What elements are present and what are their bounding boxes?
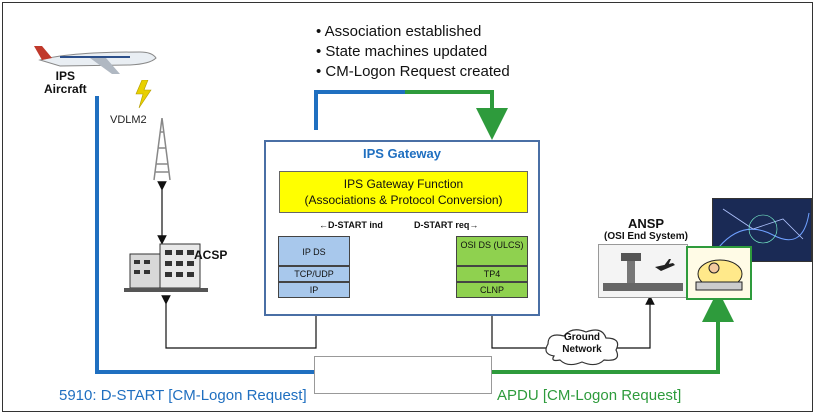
osi-ds-layer: OSI DS (ULCS) xyxy=(456,236,528,266)
radio-tower-icon xyxy=(153,118,171,181)
diagram-frame xyxy=(2,2,813,412)
acsp-label: ACSP xyxy=(194,248,228,262)
clnp-layer: CLNP xyxy=(456,282,528,298)
ansp-facility-box xyxy=(598,244,688,298)
gateway-function-box: IPS Gateway Function (Associations & Pro… xyxy=(279,171,528,213)
ip-ds-layer: IP DS xyxy=(278,236,350,266)
aircraft-label: IPS Aircraft xyxy=(44,69,87,96)
tcp-udp-layer: TCP/UDP xyxy=(278,266,350,282)
controller-workstation-image xyxy=(686,246,752,300)
bullet-list: Association established State machines u… xyxy=(316,22,510,82)
bottom-left-label: 5910: D-START [CM-Logon Request] xyxy=(59,387,307,404)
lightning-icon xyxy=(135,80,152,109)
ips-gateway-title: IPS Gateway xyxy=(362,146,442,161)
bullet-item: State machines updated xyxy=(316,42,510,62)
bottom-right-label: APDU [CM-Logon Request] xyxy=(497,387,682,404)
message-box xyxy=(314,356,492,394)
acsp-building-icon xyxy=(124,243,208,292)
bullet-item: CM-Logon Request created xyxy=(316,62,509,82)
ip-layer: IP xyxy=(278,282,350,298)
control-tower-icon xyxy=(603,253,683,291)
bullet-item: Association established xyxy=(316,22,510,42)
vdlm2-label: VDLM2 xyxy=(110,114,147,126)
tp4-layer: TP4 xyxy=(456,266,528,282)
ansp-label: ANSP (OSI End System) xyxy=(604,216,688,242)
d-start-ind-label: ←D-START ind xyxy=(319,220,383,230)
aircraft-icon xyxy=(34,46,157,74)
d-start-req-label: D-START req→ xyxy=(414,220,479,230)
ground-network-label: Ground Network xyxy=(562,332,602,355)
ground-network-cloud xyxy=(545,329,619,366)
